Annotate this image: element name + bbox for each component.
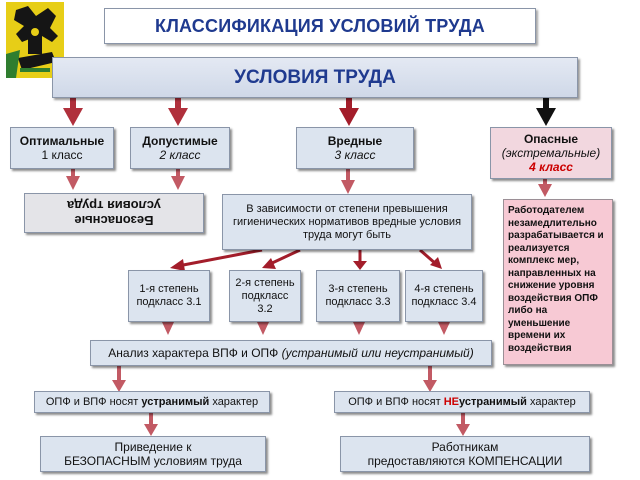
page-title-text: КЛАССИФИКАЦИЯ УСЛОВИЙ ТРУДА bbox=[155, 15, 485, 36]
class-optimal-name: Оптимальные bbox=[19, 134, 105, 148]
class-dangerous-sub: (экстремальные) bbox=[501, 146, 601, 160]
arrow-to-harmful bbox=[339, 98, 359, 126]
arrow-to-dangerous bbox=[536, 98, 556, 126]
arrow-to-optimal bbox=[63, 98, 83, 126]
safe-conditions-line1: Безопасные bbox=[74, 213, 154, 228]
conditions-band: УСЛОВИЯ ТРУДА bbox=[52, 57, 578, 98]
arrow-admissible-to-safe bbox=[171, 168, 185, 190]
arrow-harmful-to-note bbox=[341, 168, 355, 194]
analysis-italic: (устранимый или неустранимый) bbox=[281, 346, 474, 360]
arrow-to-admissible bbox=[168, 98, 188, 126]
right-branch-bold-red: НЕ bbox=[443, 396, 459, 408]
class-optimal: Оптимальные 1 класс bbox=[10, 127, 114, 169]
class-admissible-name: Допустимые bbox=[142, 134, 218, 148]
dangerous-note-text: Работодателем незамедлительно разрабатыв… bbox=[508, 205, 604, 354]
left-branch-bold: устранимый bbox=[141, 396, 210, 408]
degree-box-1: 1-я степень подкласс 3.1 bbox=[128, 270, 210, 322]
right-branch-suffix: характер bbox=[529, 396, 576, 408]
analysis-text: Анализ характера ВПФ и ОПФ bbox=[108, 346, 282, 360]
safe-conditions-box: Безопасные условия труда bbox=[24, 193, 204, 233]
harmful-note: В зависимости от степени превышения гиги… bbox=[222, 194, 472, 250]
arrow-optimal-to-safe bbox=[66, 168, 80, 190]
right-branch-box: ОПФ и ВПФ носят НЕустранимый характер bbox=[334, 391, 590, 413]
degree-label-1: 1-я степень подкласс 3.1 bbox=[136, 283, 202, 308]
result-left-box: Приведение к БЕЗОПАСНЫМ условиям труда bbox=[40, 436, 266, 472]
degree-label-3: 3-я степень подкласс 3.3 bbox=[325, 283, 391, 308]
class-admissible: Допустимые 2 класс bbox=[130, 127, 230, 169]
degree-label-2: 2-я степень подкласс 3.2 bbox=[235, 276, 295, 315]
degree-box-3: 3-я степень подкласс 3.3 bbox=[316, 270, 400, 322]
class-dangerous: Опасные (экстремальные) 4 класс bbox=[490, 127, 612, 179]
coat-of-arms-logo bbox=[6, 2, 64, 78]
conditions-band-text: УСЛОВИЯ ТРУДА bbox=[234, 66, 396, 88]
degree-box-2: 2-я степень подкласс 3.2 bbox=[229, 270, 301, 322]
result-left-line1: Приведение к bbox=[114, 440, 192, 454]
degree-label-4: 4-я степень подкласс 3.4 bbox=[411, 283, 477, 308]
class-harmful-number: 3 класс bbox=[334, 148, 376, 162]
right-branch-bold: устранимый bbox=[459, 396, 527, 408]
right-branch-prefix: ОПФ и ВПФ носят bbox=[348, 396, 444, 408]
class-harmful-name: Вредные bbox=[327, 134, 383, 148]
arrows-analysis-to-branches bbox=[112, 366, 437, 392]
left-branch-prefix: ОПФ и ВПФ носят bbox=[45, 396, 142, 408]
result-right-line1: Работникам bbox=[431, 440, 499, 454]
left-branch-box: ОПФ и ВПФ носят устранимый характер bbox=[34, 391, 270, 413]
analysis-box: Анализ характера ВПФ и ОПФ (устранимый и… bbox=[90, 340, 492, 366]
class-optimal-number: 1 класс bbox=[41, 148, 83, 162]
left-branch-suffix: характер bbox=[212, 396, 259, 408]
right-branch-text: ОПФ и ВПФ носят НЕустранимый характер bbox=[348, 396, 576, 408]
coat-of-arms-icon bbox=[6, 2, 64, 78]
result-right-line2: предоставляются КОМПЕНСАЦИИ bbox=[367, 454, 563, 468]
class-admissible-number: 2 класс bbox=[159, 148, 201, 162]
class-harmful: Вредные 3 класс bbox=[296, 127, 414, 169]
arrows-to-degrees bbox=[170, 248, 442, 271]
dangerous-note: Работодателем незамедлительно разрабатыв… bbox=[503, 199, 613, 365]
page-title: КЛАССИФИКАЦИЯ УСЛОВИЙ ТРУДА bbox=[104, 8, 536, 44]
result-left-line2: БЕЗОПАСНЫМ условиям труда bbox=[64, 454, 242, 468]
arrows-branches-to-results bbox=[144, 413, 470, 436]
class-dangerous-number: 4 класс bbox=[529, 160, 573, 174]
left-branch-text: ОПФ и ВПФ носят устранимый характер bbox=[46, 396, 258, 408]
degree-box-4: 4-я степень подкласс 3.4 bbox=[405, 270, 483, 322]
arrows-degrees-to-analysis bbox=[162, 322, 450, 335]
harmful-note-text: В зависимости от степени превышения гиги… bbox=[232, 202, 462, 241]
safe-conditions-line2: условия труда bbox=[67, 198, 161, 213]
arrow-dangerous-to-note bbox=[538, 178, 552, 197]
safe-conditions-flipped: Безопасные условия труда bbox=[67, 198, 161, 228]
result-right-box: Работникам предоставляются КОМПЕНСАЦИИ bbox=[340, 436, 590, 472]
class-dangerous-name: Опасные bbox=[523, 132, 579, 146]
